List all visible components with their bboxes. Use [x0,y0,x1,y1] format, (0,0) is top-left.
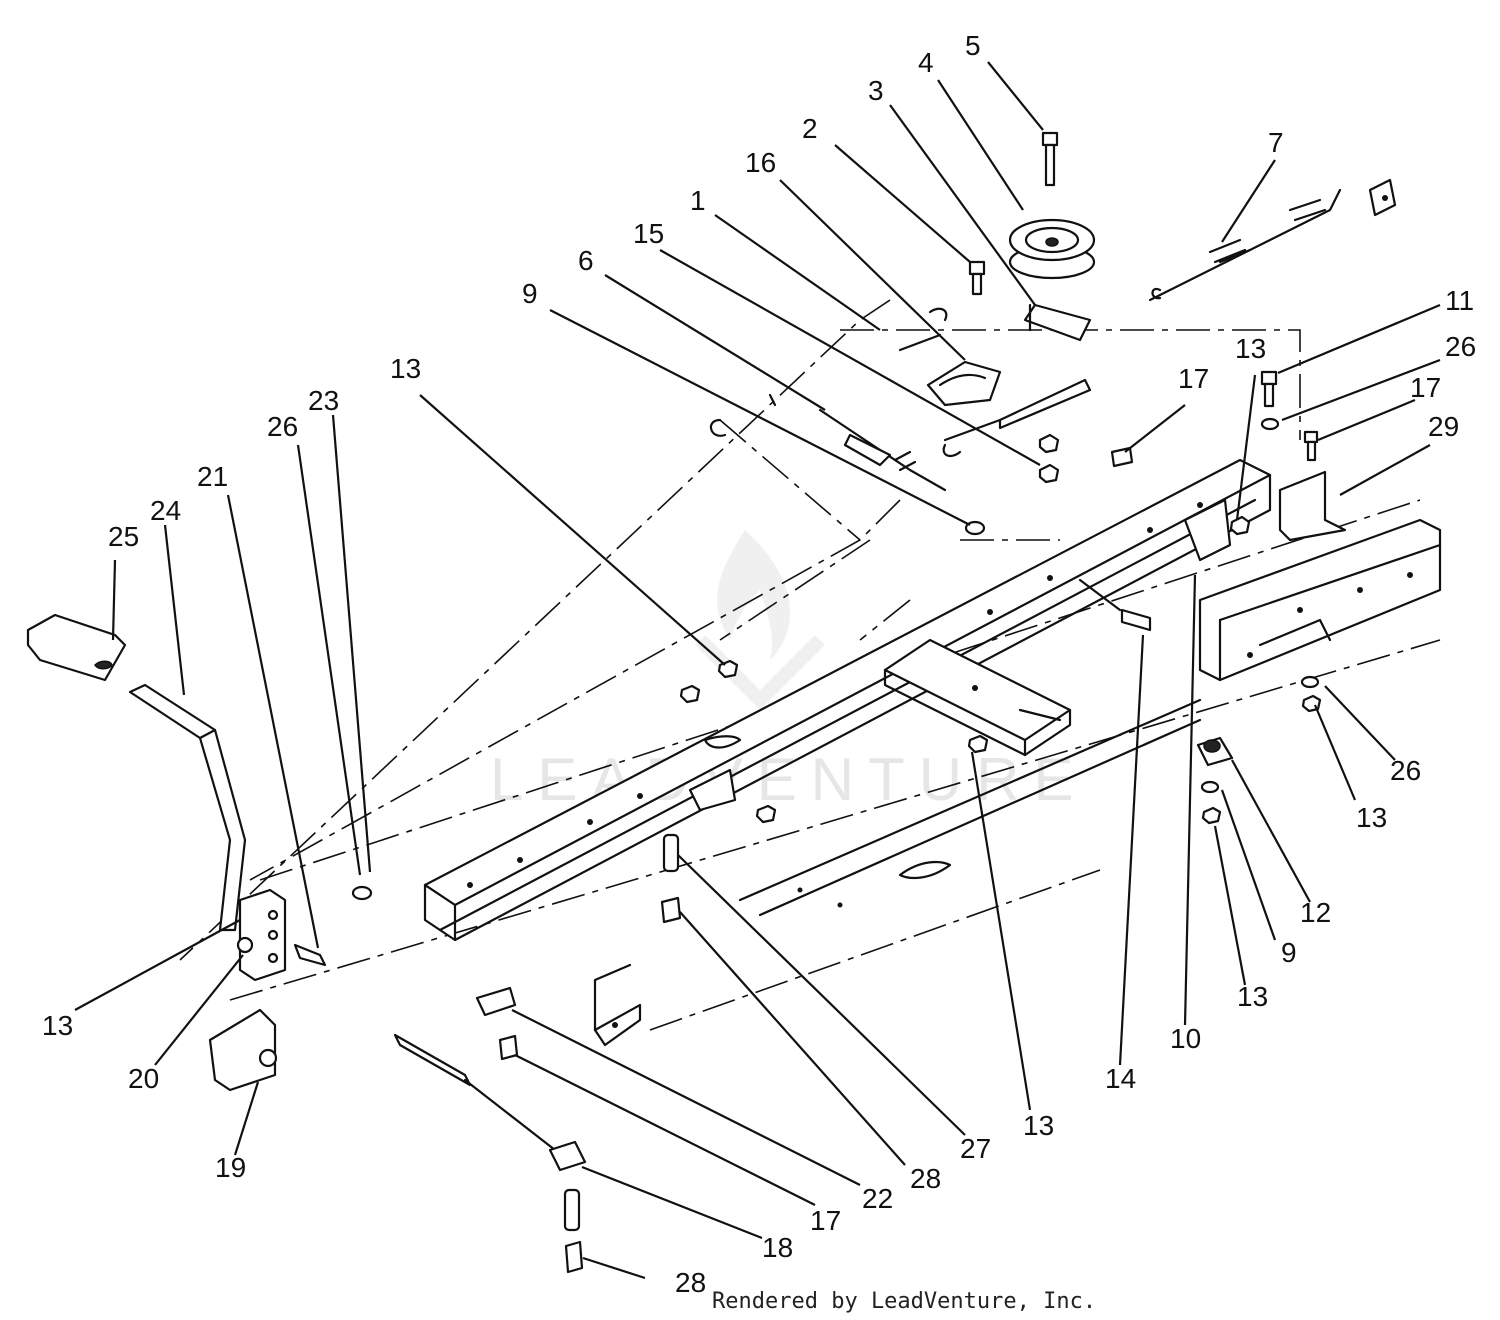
bracket-16 [926,360,1092,430]
right-frame-rail [1198,518,1442,682]
callout-21: 21 [197,461,228,492]
nut-13h [679,684,701,704]
nut-13a [1038,433,1060,454]
upper-frame-rail [423,458,1272,942]
washer-9 [964,520,986,536]
pin-27 [662,833,680,873]
lower-frame-rail [738,698,1202,917]
callout-28b: 28 [675,1267,706,1298]
callout-3: 3 [868,75,884,106]
bolt-28c [564,1240,584,1274]
callout-9b: 9 [1281,937,1297,968]
callout-17c: 17 [810,1205,841,1236]
bottom-bracket [593,963,642,1047]
callout-2: 2 [802,113,818,144]
pin-28b [563,1188,581,1232]
bolt-28a [660,896,682,924]
nut-13c [1229,515,1251,536]
callout-26: 26 [1445,331,1476,362]
callout-12: 12 [1300,897,1331,928]
frame-outline [179,299,1441,1031]
callout-4: 4 [918,47,934,78]
leader-lines [74,61,1441,1280]
washer-9b [1200,780,1220,794]
idler-arm-3 [1023,303,1092,342]
rod-18 [393,1033,587,1172]
callout-16: 16 [745,147,776,178]
callout-27: 27 [960,1133,991,1164]
bracket-20 [236,888,287,982]
callout-29: 29 [1428,411,1459,442]
callout-25: 25 [108,521,139,552]
callout-17: 17 [1178,363,1209,394]
nut-13i [755,804,777,824]
callout-17b: 17 [1410,372,1441,403]
callout-22: 22 [862,1183,893,1214]
nut-13b [1038,463,1060,484]
callout-14: 14 [1105,1063,1136,1094]
pulley-4 [1008,218,1096,280]
callout-13f: 13 [1023,1110,1054,1141]
bolt-2 [968,260,986,296]
callout-13d: 13 [1356,802,1387,833]
callout-10: 10 [1170,1023,1201,1054]
callout-13: 13 [1235,333,1266,364]
callout-9: 9 [522,278,538,309]
bolt-17c [498,1034,519,1061]
callout-6: 6 [578,245,594,276]
callout-26c: 26 [1390,755,1421,786]
spring-7 [1148,178,1397,302]
credit-text: Rendered by LeadVenture, Inc. [712,1289,1096,1314]
bolt-21 [293,943,327,967]
callout-11: 11 [1445,285,1474,316]
callout-18: 18 [762,1232,793,1263]
callout-13b: 13 [390,353,421,384]
callout-15: 15 [633,218,664,249]
bracket-10 [1183,498,1232,562]
bracket-left [688,735,742,812]
callout-13c: 13 [42,1010,73,1041]
callout-20: 20 [128,1063,159,1094]
bolt-5 [1041,131,1059,187]
spring-15 [818,408,1002,492]
rod-6 [709,393,777,437]
pin-1 [898,307,948,352]
callout-19: 19 [215,1152,246,1183]
callout-23: 23 [308,385,339,416]
washer-26b [1300,675,1320,689]
callout-labels: 5 4 3 2 16 1 7 15 6 9 11 26 17 13 17 29 … [42,30,1476,1298]
callout-26b: 26 [267,411,298,442]
nut-13f [967,734,989,754]
bracket-19 [208,1008,278,1092]
washer-26a [1260,417,1280,431]
callout-24: 24 [150,495,181,526]
callout-1: 1 [690,185,706,216]
bolt-11 [1260,370,1278,408]
bolt-17a [1110,446,1134,468]
callout-7: 7 [1268,127,1284,158]
bracket-29 [1278,470,1347,542]
spring-14 [1078,578,1152,632]
watermark-logo [695,530,825,710]
watermark-text: LEADVENTURE [490,746,1087,813]
washer-23 [351,885,373,901]
clip-22 [475,986,517,1017]
callout-28: 28 [910,1163,941,1194]
nut-13e [1201,806,1222,825]
bushing-12 [1196,736,1234,767]
callout-5: 5 [965,30,981,61]
callout-13e: 13 [1237,981,1268,1012]
pedal-pad-25 [26,613,127,682]
cross-member [883,638,1072,757]
bolt-17b [1303,430,1319,462]
pedal-arm-24 [128,683,247,932]
